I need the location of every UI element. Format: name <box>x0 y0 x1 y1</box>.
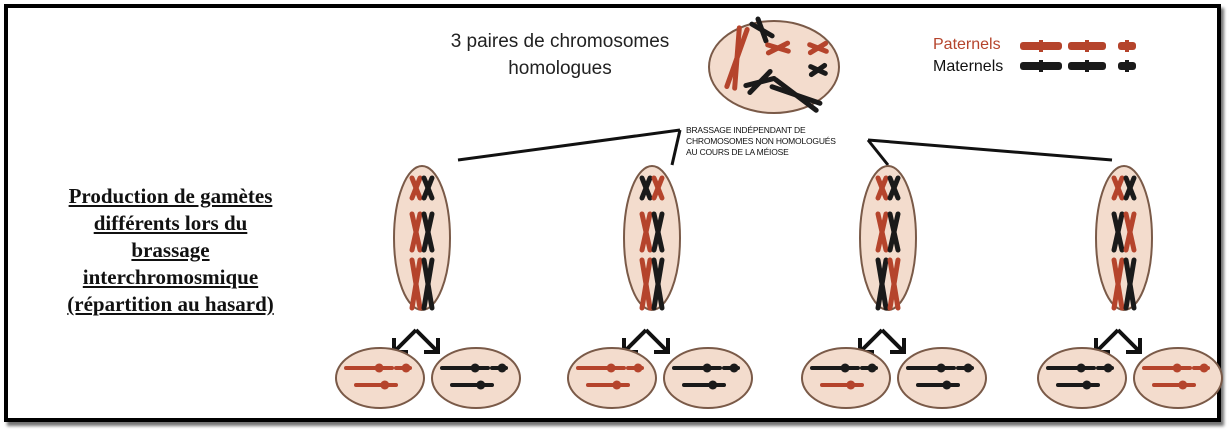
legend-maternal-bar-1-centromere <box>1039 60 1043 72</box>
gamete-6-chromosome-small-centromere <box>964 364 973 373</box>
legend-paternal-bar-3-centromere <box>1125 40 1129 52</box>
gamete-cell-1 <box>336 348 424 408</box>
gamete-7-chromosome-medium-centromere <box>1082 381 1091 390</box>
gamete-1-chromosome-medium-centromere <box>380 381 389 390</box>
gamete-4-chromosome-small-centromere <box>730 364 739 373</box>
branch-line-1 <box>458 130 680 160</box>
gamete-cell-4 <box>664 348 752 408</box>
legend-paternal-bar-1-centromere <box>1039 40 1043 52</box>
arrow-3-left <box>860 330 882 352</box>
gamete-6-chromosome-medium-centromere <box>942 381 951 390</box>
gamete-7-chromosome-small-centromere <box>1104 364 1113 373</box>
gamete-5-chromosome-small-centromere <box>868 364 877 373</box>
gamete-1-chromosome-long-centromere <box>375 364 384 373</box>
gamete-8-chromosome-small-centromere <box>1200 364 1209 373</box>
meiosis-cell-3 <box>860 166 916 310</box>
arrow-2-left <box>624 330 646 352</box>
gamete-cell-5 <box>802 348 890 408</box>
gamete-3-chromosome-small-centromere <box>634 364 643 373</box>
gamete-cell-2 <box>432 348 520 408</box>
legend-maternal-bar-3-centromere <box>1125 60 1129 72</box>
meiosis-cell-2 <box>624 166 680 310</box>
gamete-4-chromosome-long-centromere <box>703 364 712 373</box>
gamete-2-chromosome-long-centromere <box>471 364 480 373</box>
arrow-3-right <box>882 330 904 352</box>
arrow-4-right <box>1118 330 1140 352</box>
gamete-5-chromosome-long-centromere <box>841 364 850 373</box>
arrow-2-right <box>646 330 668 352</box>
branch-line-2 <box>672 130 680 165</box>
arrow-1-right <box>416 330 438 352</box>
legend-maternal-bar-2-centromere <box>1085 60 1089 72</box>
gamete-2-chromosome-medium-centromere <box>476 381 485 390</box>
gamete-8-chromosome-medium-centromere <box>1178 381 1187 390</box>
legend-paternal-bar-2-centromere <box>1085 40 1089 52</box>
gamete-6-chromosome-long-centromere <box>937 364 946 373</box>
gamete-5-chromosome-medium-centromere <box>846 381 855 390</box>
gamete-cell-3 <box>568 348 656 408</box>
gamete-7-chromosome-long-centromere <box>1077 364 1086 373</box>
gamete-2-chromosome-small-centromere <box>498 364 507 373</box>
gamete-3-chromosome-long-centromere <box>607 364 616 373</box>
branch-line-3 <box>868 140 888 165</box>
branch-line-4 <box>868 140 1112 160</box>
gamete-cell-7 <box>1038 348 1126 408</box>
gamete-cell-8 <box>1134 348 1222 408</box>
arrow-1-left <box>394 330 416 352</box>
arrow-4-left <box>1096 330 1118 352</box>
gamete-4-chromosome-medium-centromere <box>708 381 717 390</box>
gamete-1-chromosome-small-centromere <box>402 364 411 373</box>
gamete-3-chromosome-medium-centromere <box>612 381 621 390</box>
gamete-8-chromosome-long-centromere <box>1173 364 1182 373</box>
meiosis-cell-4 <box>1096 166 1152 310</box>
meiosis-cell-1 <box>394 166 450 310</box>
gamete-cell-6 <box>898 348 986 408</box>
